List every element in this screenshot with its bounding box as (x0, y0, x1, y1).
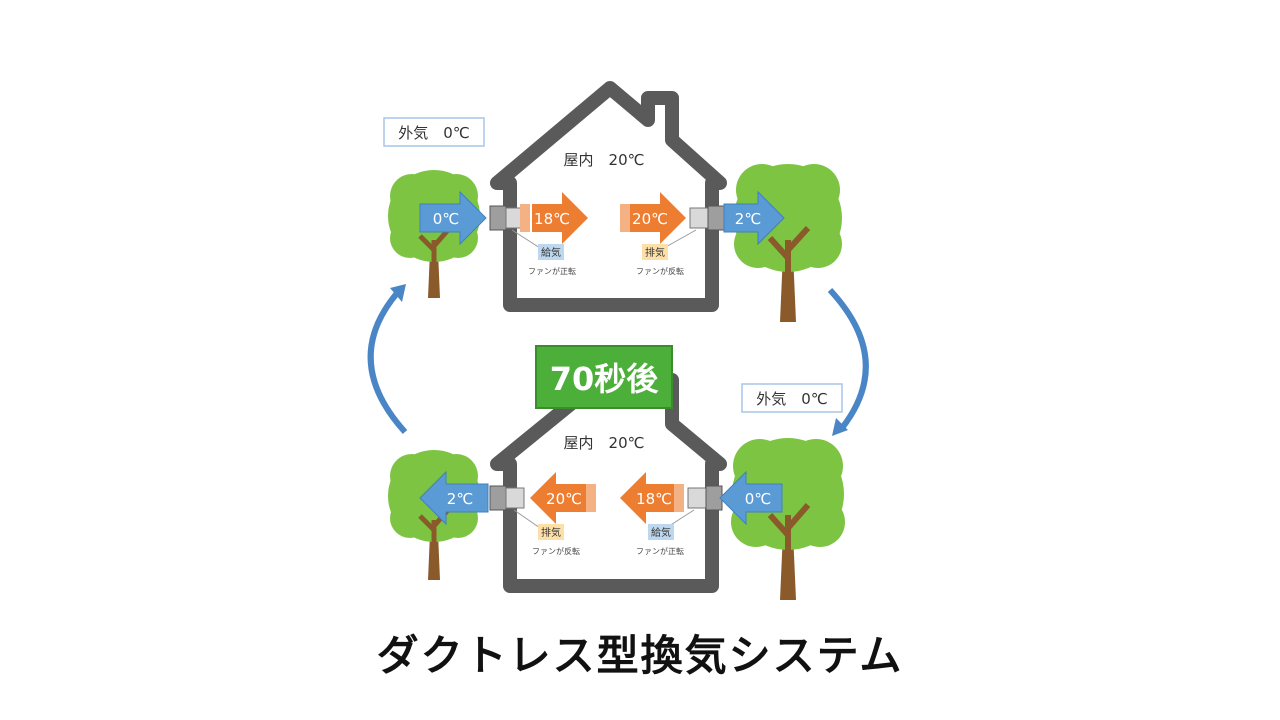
svg-text:給気: 給気 (651, 526, 671, 539)
bottom-left-vent-unit (489, 485, 525, 511)
bottom-outdoor-label: 外気 0℃ (741, 383, 843, 413)
svg-text:0℃: 0℃ (745, 490, 771, 508)
bottom-left-indoor-arrow: 20℃ (530, 472, 596, 524)
top-indoor-label: 屋内 20℃ (564, 151, 645, 169)
svg-text:18℃: 18℃ (636, 490, 672, 508)
top-right-unit-fan: ファンが反転 (636, 266, 684, 276)
bottom-left-unit-fan: ファンが反転 (532, 546, 580, 556)
bottom-right-indoor-arrow: 18℃ (620, 472, 684, 524)
bottom-left-unit-mode: 排気 (538, 524, 564, 540)
top-left-unit-fan: ファンが正転 (528, 266, 576, 276)
top-left-unit-mode: 給気 (538, 244, 564, 260)
top-right-indoor-arrow: 20℃ (620, 192, 686, 244)
top-outdoor-label-text: 外気 0℃ (398, 124, 469, 142)
top-left-outdoor-arrow: 0℃ (419, 190, 487, 246)
top-right-outdoor-arrow: 2℃ (723, 190, 785, 246)
top-house-outline (490, 81, 727, 312)
tree-top-right (734, 164, 842, 322)
top-right-vent-unit (689, 205, 725, 231)
cycle-arrow-left (367, 284, 408, 435)
top-right-unit-mode: 排気 (642, 244, 668, 260)
bottom-indoor-label: 屋内 20℃ (564, 434, 645, 452)
svg-text:排気: 排気 (645, 246, 665, 259)
delay-badge: 70秒後 (535, 345, 673, 409)
top-house (490, 81, 727, 312)
cycle-arrow-right (827, 287, 869, 436)
bottom-right-vent-unit (687, 485, 723, 511)
bottom-right-unit-mode: 給気 (648, 524, 674, 540)
svg-text:2℃: 2℃ (735, 210, 761, 228)
bottom-right-outdoor-arrow: 0℃ (719, 470, 783, 526)
bottom-left-outdoor-arrow: 2℃ (419, 470, 489, 526)
diagram-caption: ダクトレス型換気システム (376, 631, 904, 680)
svg-text:給気: 給気 (541, 246, 561, 259)
svg-text:20℃: 20℃ (632, 210, 668, 228)
top-left-vent-unit (489, 205, 525, 231)
svg-text:18℃: 18℃ (534, 210, 570, 228)
bottom-outdoor-label-text: 外気 0℃ (756, 390, 827, 408)
svg-text:排気: 排気 (541, 526, 561, 539)
top-outdoor-label: 外気 0℃ (383, 117, 485, 147)
tree-bottom-left (388, 450, 480, 580)
tree-bottom-right (731, 438, 845, 600)
svg-text:0℃: 0℃ (433, 210, 459, 228)
svg-text:2℃: 2℃ (447, 490, 473, 508)
bottom-right-unit-fan: ファンが正転 (636, 546, 684, 556)
top-left-indoor-arrow: 18℃ (520, 192, 588, 244)
delay-badge-text: 70秒後 (550, 360, 660, 398)
svg-text:20℃: 20℃ (546, 490, 582, 508)
